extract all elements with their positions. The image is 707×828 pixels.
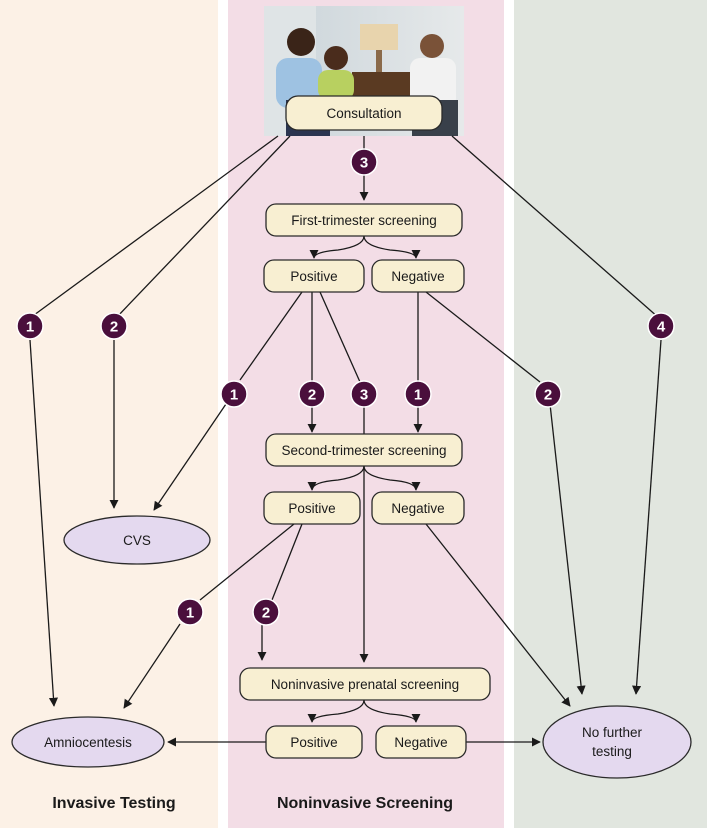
connectors bbox=[29, 135, 662, 747]
svg-text:4: 4 bbox=[657, 319, 666, 336]
node-nips-negative: Negative bbox=[375, 725, 467, 759]
second-trimester-label: Second-trimester screening bbox=[281, 443, 446, 458]
cvs-label: CVS bbox=[123, 533, 151, 548]
no-further-label-2: testing bbox=[592, 744, 632, 759]
badge-right-4: 4 bbox=[647, 312, 675, 340]
no-further-label-1: No further bbox=[582, 725, 643, 740]
nips-positive-label: Positive bbox=[290, 735, 337, 750]
node-second-trimester: Second-trimester screening bbox=[265, 433, 463, 467]
noninvasive-screening-title: Noninvasive Screening bbox=[277, 795, 453, 812]
st-positive-label: Positive bbox=[288, 501, 335, 516]
svg-text:1: 1 bbox=[186, 605, 194, 622]
node-amniocentesis: Amniocentesis bbox=[11, 716, 165, 768]
ft-negative-label: Negative bbox=[391, 269, 444, 284]
node-no-further-testing: No further testing bbox=[542, 705, 692, 779]
invasive-column-bg bbox=[0, 0, 218, 828]
invasive-testing-title: Invasive Testing bbox=[52, 795, 175, 812]
svg-text:2: 2 bbox=[308, 387, 316, 404]
nips-label: Noninvasive prenatal screening bbox=[271, 677, 459, 692]
badge-ftneg-2: 2 bbox=[534, 380, 562, 408]
node-consultation: Consultation bbox=[285, 95, 443, 131]
badge-stpos-1: 1 bbox=[176, 598, 204, 626]
svg-text:1: 1 bbox=[26, 319, 34, 336]
node-first-trimester: First-trimester screening bbox=[265, 203, 463, 237]
node-nips-positive: Positive bbox=[265, 725, 363, 759]
badge-stpos-2: 2 bbox=[252, 598, 280, 626]
badge-ftneg-1: 1 bbox=[404, 380, 432, 408]
badge-left-2: 2 bbox=[100, 312, 128, 340]
svg-text:2: 2 bbox=[110, 319, 118, 336]
badge-left-1: 1 bbox=[16, 312, 44, 340]
svg-text:2: 2 bbox=[262, 605, 270, 622]
svg-text:3: 3 bbox=[360, 155, 368, 172]
first-trimester-label: First-trimester screening bbox=[291, 213, 437, 228]
ft-positive-label: Positive bbox=[290, 269, 337, 284]
node-st-positive: Positive bbox=[263, 491, 361, 525]
node-nips: Noninvasive prenatal screening bbox=[239, 667, 491, 701]
badge-ftpos-3: 3 bbox=[350, 380, 378, 408]
st-negative-label: Negative bbox=[391, 501, 444, 516]
svg-text:2: 2 bbox=[544, 387, 552, 404]
amniocentesis-label: Amniocentesis bbox=[44, 735, 132, 750]
node-cvs: CVS bbox=[63, 515, 211, 565]
badge-ftpos-1: 1 bbox=[220, 380, 248, 408]
node-st-negative: Negative bbox=[371, 491, 465, 525]
nips-negative-label: Negative bbox=[394, 735, 447, 750]
node-ft-positive: Positive bbox=[263, 259, 365, 293]
svg-text:3: 3 bbox=[360, 387, 368, 404]
node-ft-negative: Negative bbox=[371, 259, 465, 293]
consultation-photo bbox=[264, 6, 464, 136]
badge-ftpos-2: 2 bbox=[298, 380, 326, 408]
svg-text:1: 1 bbox=[414, 387, 422, 404]
nofurther-column-bg bbox=[514, 0, 707, 828]
svg-text:1: 1 bbox=[230, 387, 238, 404]
badge-consult-3: 3 bbox=[350, 148, 378, 176]
consultation-label: Consultation bbox=[326, 106, 401, 121]
